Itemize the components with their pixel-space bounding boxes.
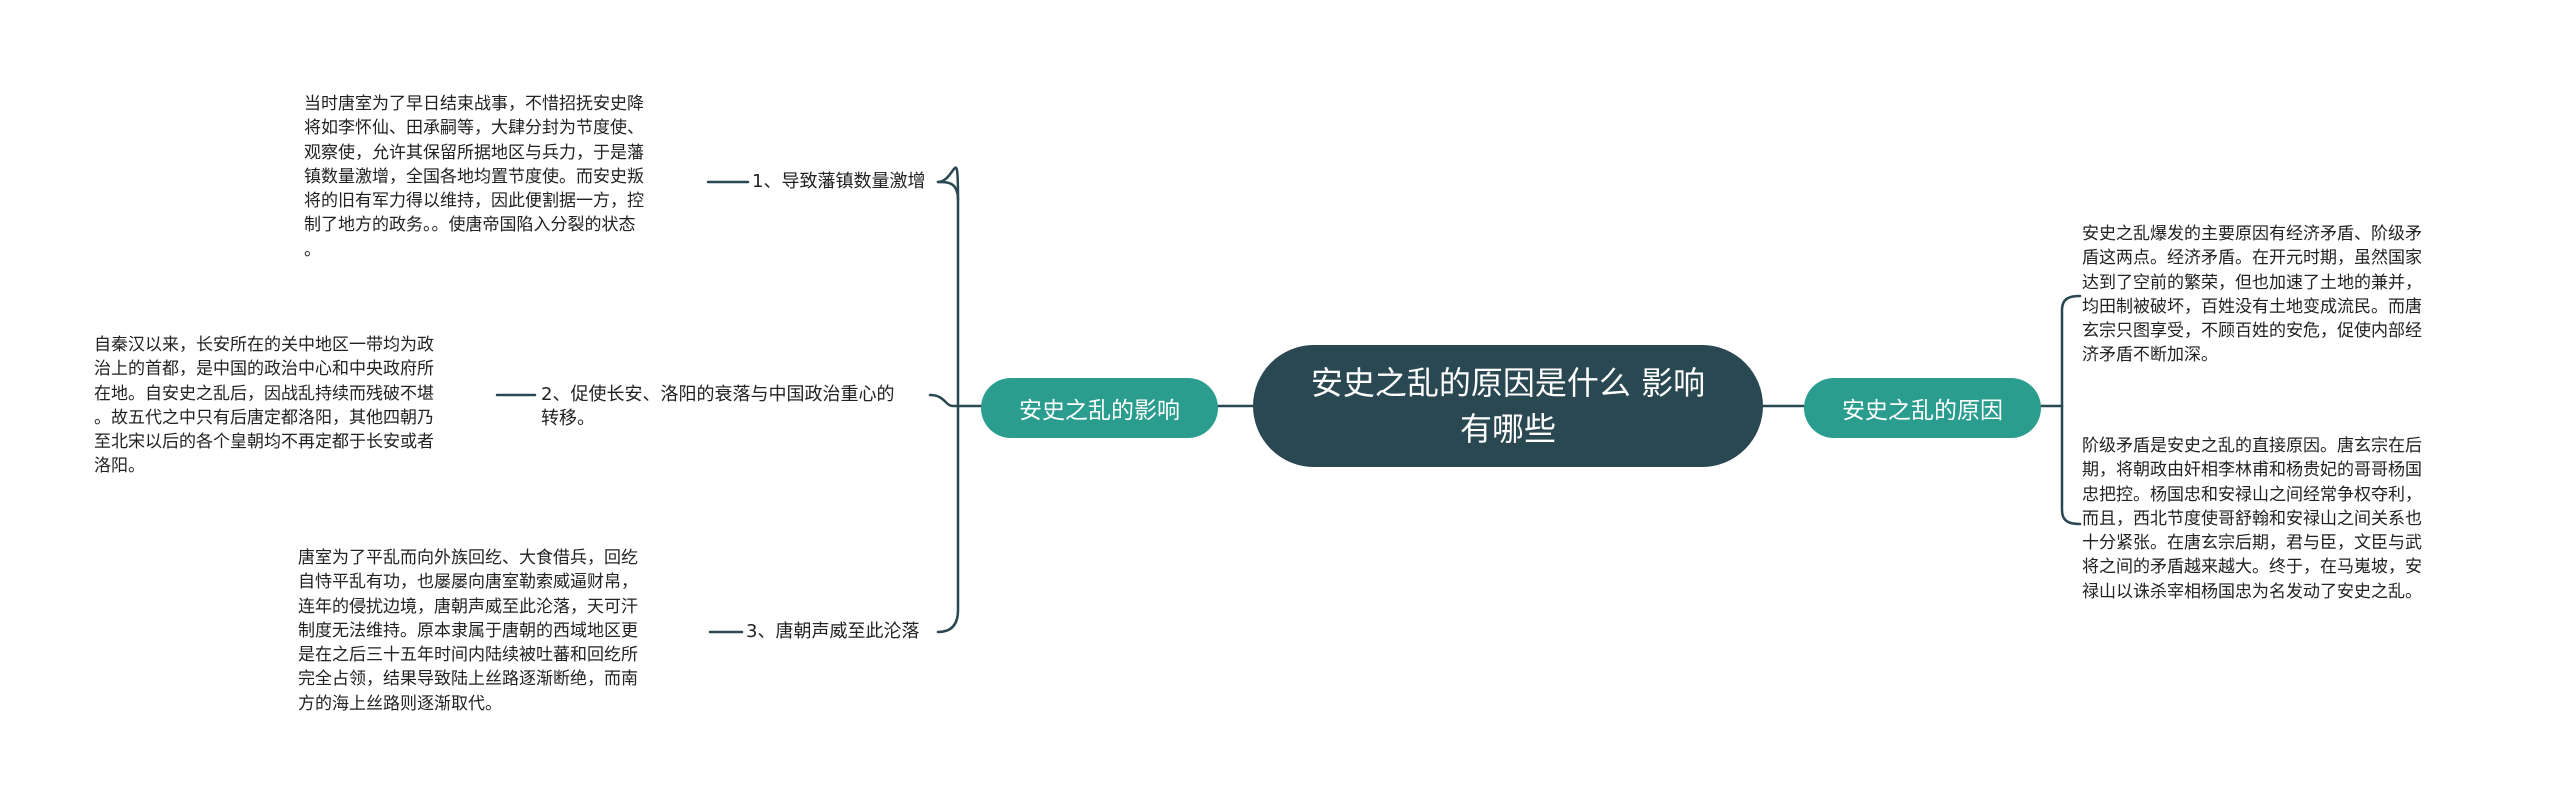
impact-item-1[interactable]: 1、导致藩镇数量激增 (752, 171, 926, 192)
branch-cause-label: 安史之乱的原因 (1842, 398, 2003, 424)
root-topic[interactable]: 安史之乱的原因是什么 影响有哪些 (1253, 345, 1763, 467)
impact-item-2[interactable]: 2、促使长安、洛阳的衰落与中国政治重心的 转移。 (541, 384, 895, 429)
branch-impact-label: 安史之乱的影响 (1019, 398, 1180, 424)
link-right-item2 (2060, 404, 2082, 526)
branch-impact[interactable]: 安史之乱的影响 (981, 378, 1218, 438)
cause-item-1-detail[interactable]: 安史之乱爆发的主要原因有经济矛盾、阶级矛 盾这两点。经济矛盾。在开元时期，虽然国… (2082, 224, 2422, 366)
link-left-item1 (936, 180, 960, 408)
link-left-item2 (928, 393, 960, 408)
impact-item-2-detail[interactable]: 自秦汉以来，长安所在的关中地区一带均为政 治上的首都，是中国的政治中心和中央政府… (94, 335, 434, 477)
branch-cause[interactable]: 安史之乱的原因 (1804, 378, 2041, 438)
cause-item-2-detail[interactable]: 阶级矛盾是安史之乱的直接原因。唐玄宗在后 期，将朝政由奸相李林甫和杨贵妃的哥哥杨… (2082, 436, 2422, 602)
root-topic-label: 安史之乱的原因是什么 影响有哪些 (1310, 364, 1706, 448)
link-left-spine (936, 166, 960, 202)
link-left-item3 (936, 404, 960, 634)
impact-item-1-detail[interactable]: 当时唐室为了早日结束战事，不惜招抚安史降 将如李怀仙、田承嗣等，大肆分封为节度使… (304, 94, 644, 260)
impact-item-3-detail[interactable]: 唐室为了平乱而向外族回纥、大食借兵，回纥 自恃平乱有功，也屡屡向唐室勒索威逼财帛… (298, 548, 638, 714)
link-right-item1 (2060, 294, 2082, 408)
impact-item-3[interactable]: 3、唐朝声威至此沦落 (746, 621, 920, 642)
